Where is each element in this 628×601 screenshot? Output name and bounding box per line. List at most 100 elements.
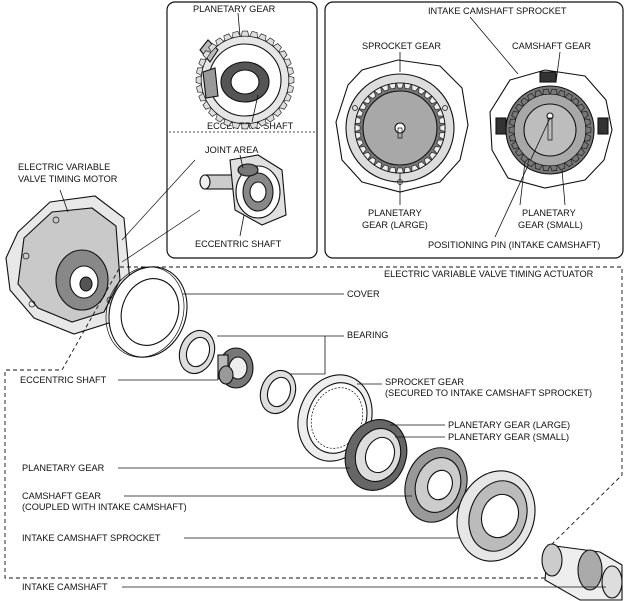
camshaft-gear-illustration xyxy=(489,69,613,189)
planetary-gear-illustration xyxy=(199,35,290,125)
label-intake-camshaft-sprocket-inset: INTAKE CAMSHAFT SPROCKET xyxy=(428,6,567,16)
gear-tooth xyxy=(278,100,288,110)
label-eccentric-shaft-inset-2: ECCENTRIC SHAFT xyxy=(195,239,282,249)
gear-tooth xyxy=(576,147,585,157)
label-planetary-gear-large: PLANETARY GEAR (LARGE) xyxy=(448,420,570,430)
gear-tooth xyxy=(286,67,294,76)
gear-tooth xyxy=(429,95,438,105)
gear-tooth xyxy=(549,164,558,172)
gear-tooth xyxy=(272,107,282,117)
gear-tooth xyxy=(196,84,204,93)
gear-tooth xyxy=(564,93,573,102)
gear-tooth xyxy=(208,43,218,53)
gear-tooth xyxy=(515,103,524,113)
gear-tooth xyxy=(433,102,442,110)
label-camshaft-gear-inset: CAMSHAFT GEAR xyxy=(512,41,591,51)
gear-tooth xyxy=(356,139,364,148)
gear-tooth xyxy=(202,100,212,110)
gear-tooth xyxy=(542,164,551,172)
label-actuator-title: ELECTRIC VARIABLE VALVE TIMING ACTUATOR xyxy=(384,269,594,279)
sprocket-gear-illustration xyxy=(335,59,469,193)
gear-tooth xyxy=(208,107,218,117)
gear-tooth xyxy=(198,58,207,68)
label-planetary-gear-small: PLANETARY GEAR (SMALL) xyxy=(448,432,569,442)
gear-tooth xyxy=(527,158,536,167)
gear-tooth xyxy=(196,67,204,76)
gear-tooth xyxy=(439,124,446,132)
gear-tooth xyxy=(580,141,589,150)
gear-tooth xyxy=(418,86,426,95)
gear-tooth xyxy=(362,151,371,161)
gear-tooth xyxy=(388,166,397,174)
gear-tooth xyxy=(278,50,288,60)
gear-tooth xyxy=(195,75,202,85)
label-planetary-small-inset-2: GEAR (SMALL) xyxy=(518,220,583,230)
planetary-gear-part xyxy=(344,419,408,491)
gear-tooth xyxy=(564,158,573,167)
gear-tooth xyxy=(411,84,420,92)
gear-tooth xyxy=(367,90,377,99)
electric-vvt-motor xyxy=(5,195,131,335)
inset-sprocket-camshaft-gears: INTAKE CAMSHAFT SPROCKET SPROCKET GEAR C… xyxy=(324,1,624,259)
gear-tooth xyxy=(511,110,520,119)
label-joint-area: JOINT AREA xyxy=(205,145,259,155)
label-sprocket-gear-1: SPROCKET GEAR xyxy=(385,377,464,387)
eccentric-shaft-joint-illustration xyxy=(199,154,287,226)
gear-tooth xyxy=(557,162,566,171)
gear-tooth xyxy=(202,50,212,60)
gear-tooth xyxy=(223,118,233,127)
gear-tooth xyxy=(396,167,404,174)
gear-tooth xyxy=(380,164,389,172)
gear-tooth xyxy=(403,166,412,174)
gear-tooth xyxy=(249,31,258,39)
gear-tooth xyxy=(580,110,589,119)
gear-tooth xyxy=(354,124,361,132)
gear-tooth xyxy=(583,118,591,127)
gear-tooth xyxy=(542,88,551,96)
label-intake-camshaft-sprocket: INTAKE CAMSHAFT SPROCKET xyxy=(22,533,161,543)
gear-tooth xyxy=(367,157,377,166)
gear-tooth xyxy=(215,37,225,47)
gear-tooth xyxy=(257,118,267,127)
gear-tooth xyxy=(436,139,444,148)
gear-tooth xyxy=(396,82,404,89)
gear-tooth xyxy=(585,126,592,134)
label-sprocket-gear-2: (SECURED TO INTAKE CAMSHAFT SPROCKET) xyxy=(385,388,592,398)
gear-tooth xyxy=(527,93,536,102)
gear-tooth xyxy=(265,37,275,47)
gear-tooth xyxy=(283,92,292,102)
label-motor-line1: ELECTRIC VARIABLE xyxy=(18,162,110,172)
gear-tooth xyxy=(240,123,250,130)
label-sprocket-gear-inset: SPROCKET GEAR xyxy=(362,41,441,51)
gear-tooth xyxy=(438,116,446,125)
gear-tooth xyxy=(508,126,515,134)
gear-tooth xyxy=(215,113,225,123)
gear-tooth xyxy=(520,97,530,107)
gear-tooth xyxy=(232,121,241,129)
gear-tooth xyxy=(223,33,233,42)
label-planetary-large-inset-2: GEAR (LARGE) xyxy=(362,220,428,230)
camshaft-gear-part xyxy=(404,447,468,523)
gear-tooth xyxy=(570,153,580,163)
label-planetary-gear-inset: PLANETARY GEAR xyxy=(193,4,276,14)
gear-tooth xyxy=(433,146,442,154)
gear-tooth xyxy=(240,30,250,37)
gear-tooth xyxy=(576,103,585,113)
gear-tooth xyxy=(511,141,520,150)
label-planetary-large-inset-1: PLANETARY xyxy=(368,208,422,218)
gear-tooth xyxy=(249,121,258,129)
gear-tooth xyxy=(288,75,295,85)
cover-part xyxy=(105,266,188,358)
gear-tooth xyxy=(515,147,524,157)
gear-tooth xyxy=(411,164,420,172)
gear-tooth xyxy=(356,108,364,117)
gear-tooth xyxy=(198,92,207,102)
gear-tooth xyxy=(354,131,362,140)
gear-tooth xyxy=(418,161,426,170)
gear-tooth xyxy=(423,90,433,99)
gear-tooth xyxy=(380,84,389,92)
gear-tooth xyxy=(509,133,517,142)
gear-tooth xyxy=(534,162,543,171)
label-bearing: BEARING xyxy=(347,330,388,340)
